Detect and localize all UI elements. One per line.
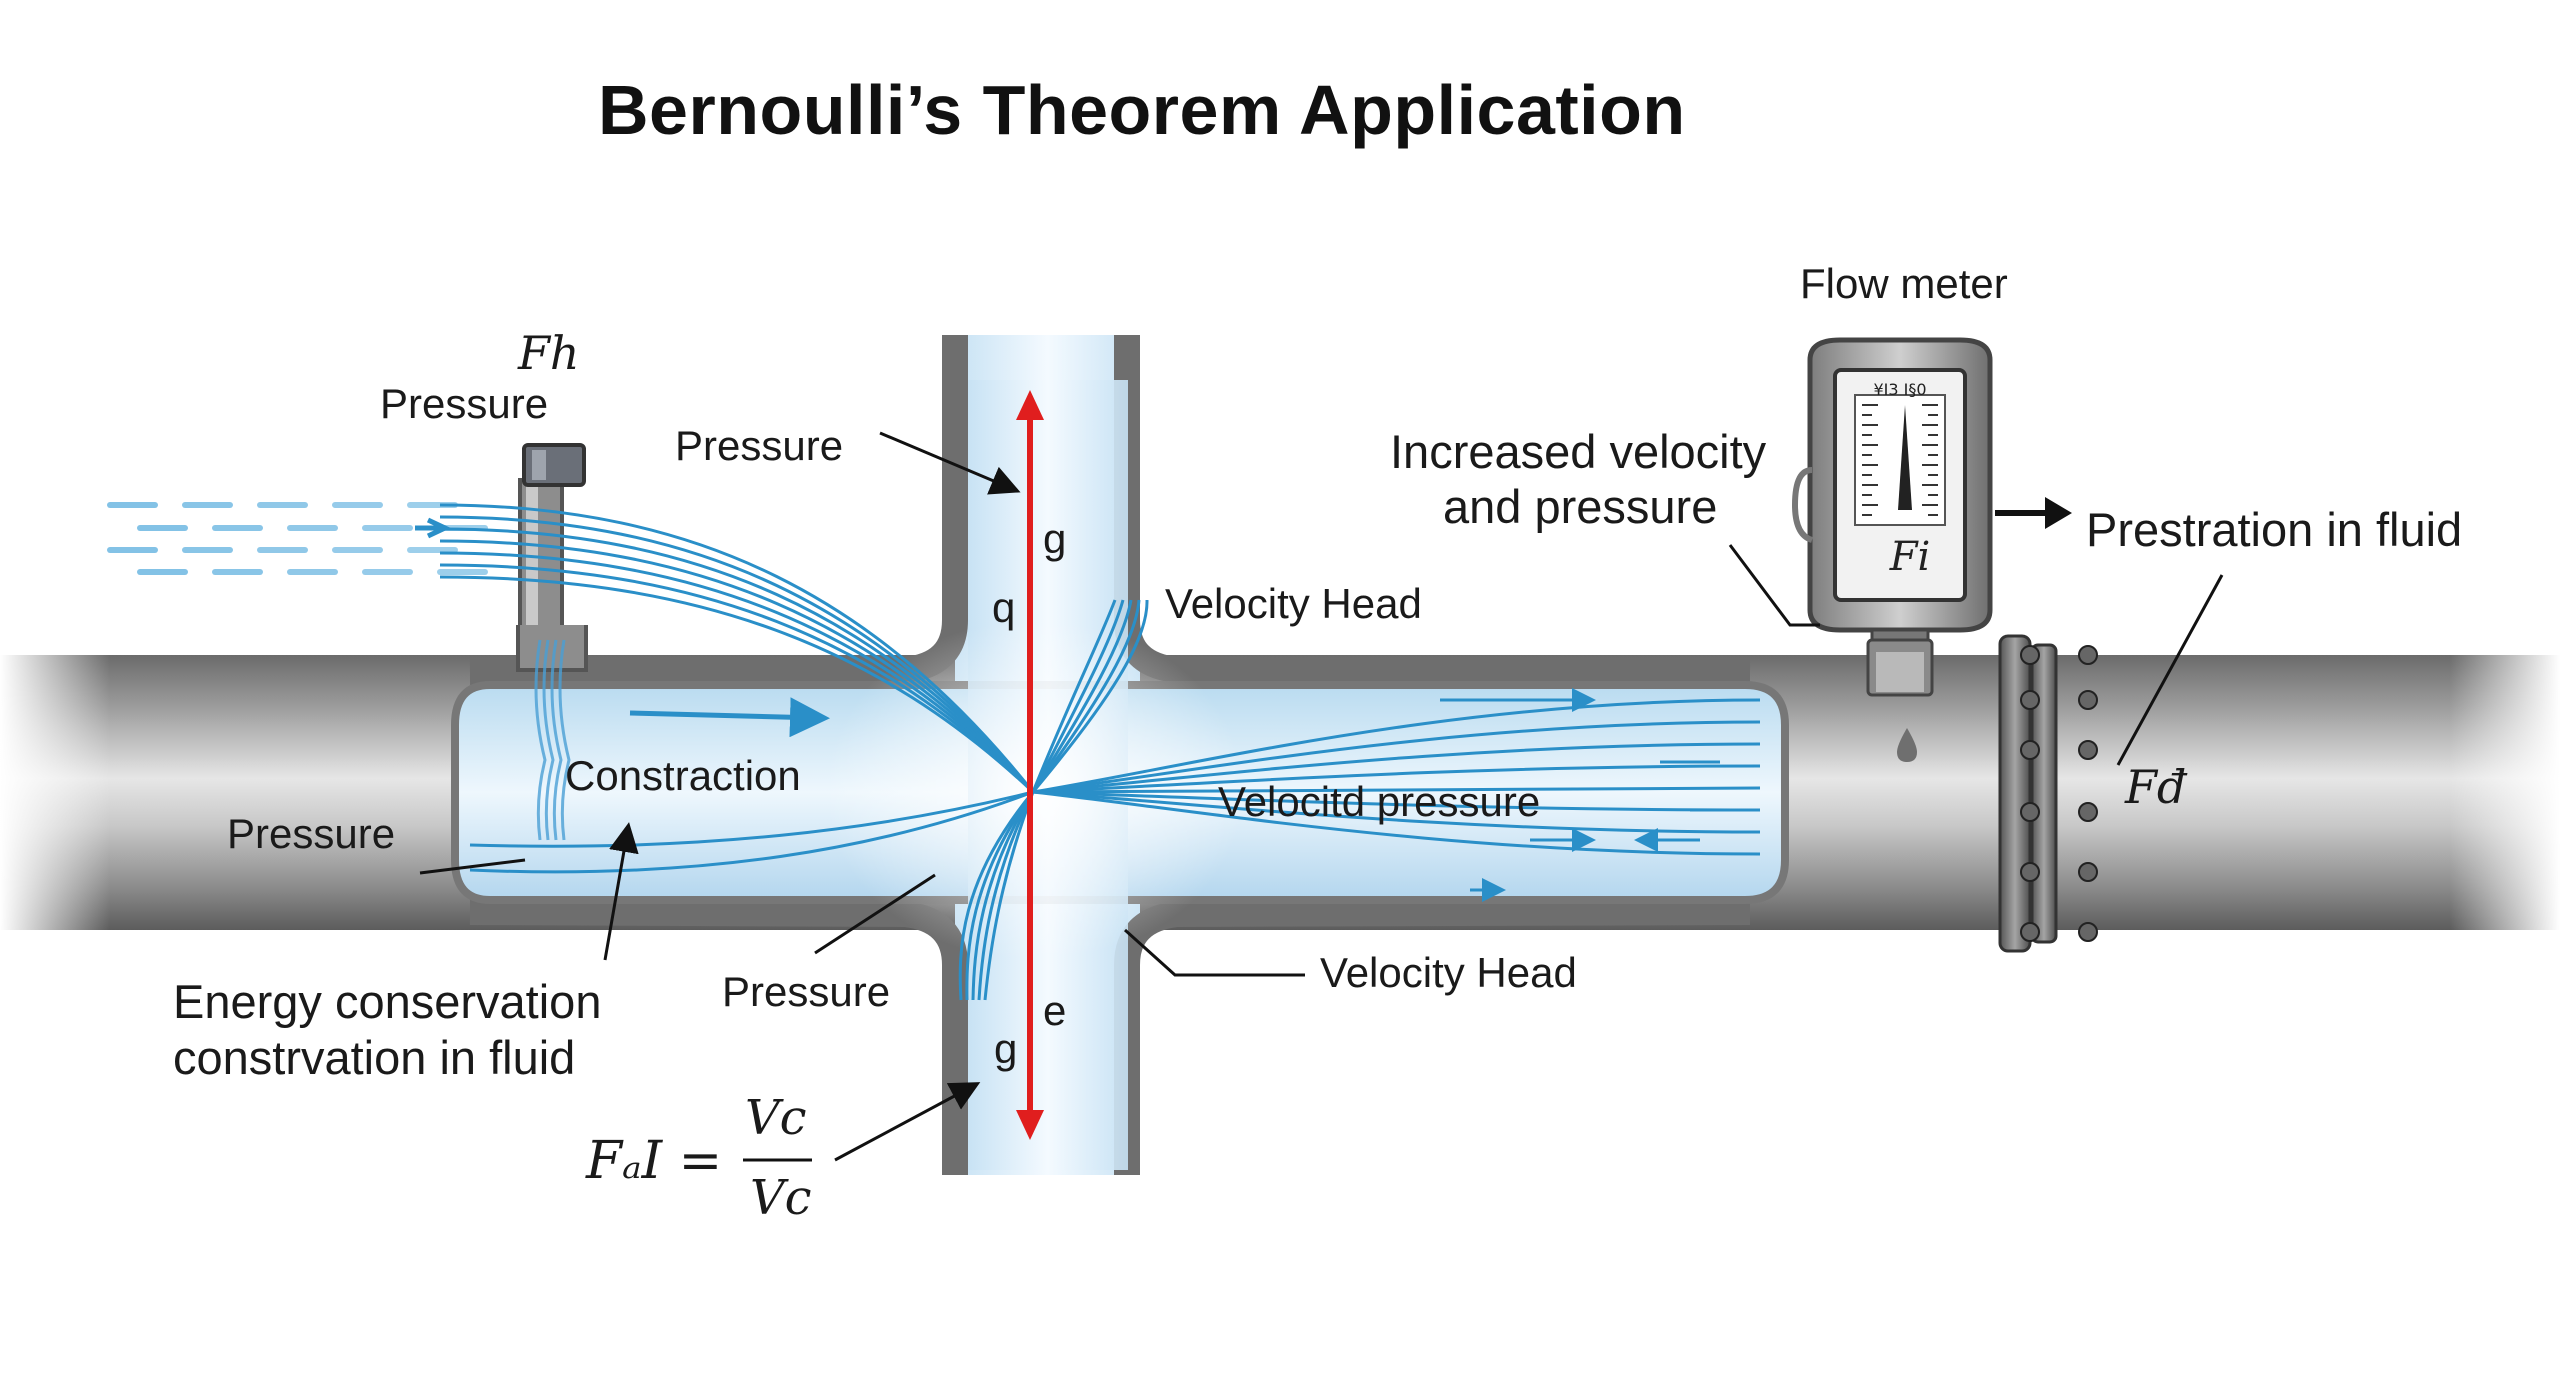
formula-lhs: FₐI =	[586, 1131, 723, 1191]
flange-bolt	[2078, 922, 2098, 942]
flange-bolt	[2020, 862, 2040, 882]
streamline-upper	[1031, 599, 1117, 793]
flange-bolt	[2020, 690, 2040, 710]
streamline-inlet	[439, 527, 1035, 793]
streamline-outlet	[1032, 720, 1761, 794]
streamline-inlet	[439, 539, 1035, 794]
flange-bolts	[2020, 645, 2098, 942]
red-height-arrow	[1016, 390, 1044, 1140]
inlet-turbulence	[550, 639, 563, 841]
streamline-lower	[958, 791, 1035, 1001]
streamline-outlet	[1032, 764, 1761, 794]
fluid-streamlines	[439, 503, 1761, 1001]
streamline-upper	[1031, 599, 1141, 793]
flange-bolt	[2078, 740, 2098, 760]
leader-pressure-lower	[814, 873, 936, 955]
streamline-upper	[1031, 599, 1125, 793]
meter-symbol: Fi	[1889, 534, 1931, 580]
streamline-outlet	[1032, 790, 1761, 856]
streamline-chamber	[469, 790, 1034, 848]
flange-bolt	[2078, 802, 2098, 822]
label-increased-line2: and pressure	[1443, 480, 1718, 533]
inlet-turbulence	[534, 639, 547, 841]
leader-pressure-upper	[879, 431, 1021, 495]
flange-bolt	[2020, 802, 2040, 822]
leader-formula	[834, 1082, 981, 1162]
label-pressure-inlet: Pressure	[380, 380, 549, 427]
leader-lines	[419, 431, 2224, 1162]
inlet-turbulence	[542, 639, 555, 841]
label-energy-line1: Energy conservation	[173, 975, 602, 1028]
streamline-inlet	[439, 575, 1035, 794]
streamline-outlet	[1032, 790, 1761, 834]
flow-meter	[1791, 337, 1993, 762]
leader-energy	[603, 822, 639, 961]
leader-velocity-head-lower	[1123, 928, 1305, 977]
flange-bolt	[2020, 740, 2040, 760]
streamline-lower	[977, 791, 1035, 1001]
label-energy-line2: constrvation in fluid	[173, 1031, 576, 1084]
label-pressure-left: Pressure	[227, 810, 396, 857]
streamline-inlet	[439, 563, 1035, 794]
flange-bolt	[2020, 645, 2040, 665]
label-pressure-lower: Pressure	[722, 968, 891, 1015]
chamber-flow-arrow	[629, 697, 830, 738]
pipe-flange	[1998, 634, 2098, 953]
inlet-stem	[516, 443, 588, 672]
leader-prestration	[2116, 574, 2224, 766]
streamline-lower	[965, 791, 1035, 1001]
label-increased-line1: Increased velocity	[1390, 425, 1767, 478]
inlet-turbulence	[558, 639, 571, 841]
incoming-flow-dashes	[107, 502, 488, 575]
streamline-outlet	[1032, 786, 1761, 794]
flange-bolt	[2020, 922, 2040, 942]
fd-symbol: Fđ	[2125, 760, 2187, 814]
label-g-upper: g	[1043, 515, 1067, 562]
streamline-upper	[1031, 599, 1149, 793]
meter-face-text: ¥I3 I§0	[1873, 380, 1926, 399]
label-prestration: Prestration in fluid	[2086, 503, 2463, 556]
page-title: Bernoulli’s Theorem Application	[598, 71, 1686, 149]
streamline-outlet	[1032, 790, 1761, 812]
leader-increased-velocity	[1728, 544, 1820, 627]
flange-bolt	[2078, 862, 2098, 882]
label-velocity-head-lower: Velocity Head	[1320, 949, 1577, 996]
label-velocity-head-upper: Velocity Head	[1165, 580, 1422, 627]
label-flow-meter: Flow meter	[1800, 260, 2008, 307]
formula-numerator: Vc	[745, 1090, 807, 1146]
streamline-outlet	[1032, 742, 1761, 794]
formula-denominator: Vc	[750, 1170, 812, 1226]
leader-pressure-left	[419, 858, 526, 875]
streamline-inlet	[439, 515, 1035, 793]
label-q-upper: q	[992, 584, 1016, 631]
label-pressure-upper: Pressure	[675, 422, 844, 469]
streamline-upper	[1031, 599, 1133, 793]
fh-symbol: Fh	[518, 326, 580, 380]
streamline-outlet	[1032, 698, 1761, 794]
meter-scale-ticks	[1862, 404, 1938, 516]
streamline-chamber	[469, 790, 1034, 874]
label-constraction: Constraction	[565, 752, 801, 799]
flange-bolt	[2078, 645, 2098, 665]
flange-bolt	[2078, 690, 2098, 710]
label-velocity-pressure: Velocitd pressure	[1218, 778, 1541, 825]
streamline-inlet	[439, 551, 1035, 794]
streamline-lower	[983, 791, 1035, 1001]
label-g-lower: g	[994, 1025, 1018, 1072]
streamline-inlet	[439, 503, 1035, 793]
streamline-lower	[971, 791, 1035, 1001]
label-e-lower: e	[1043, 987, 1067, 1034]
